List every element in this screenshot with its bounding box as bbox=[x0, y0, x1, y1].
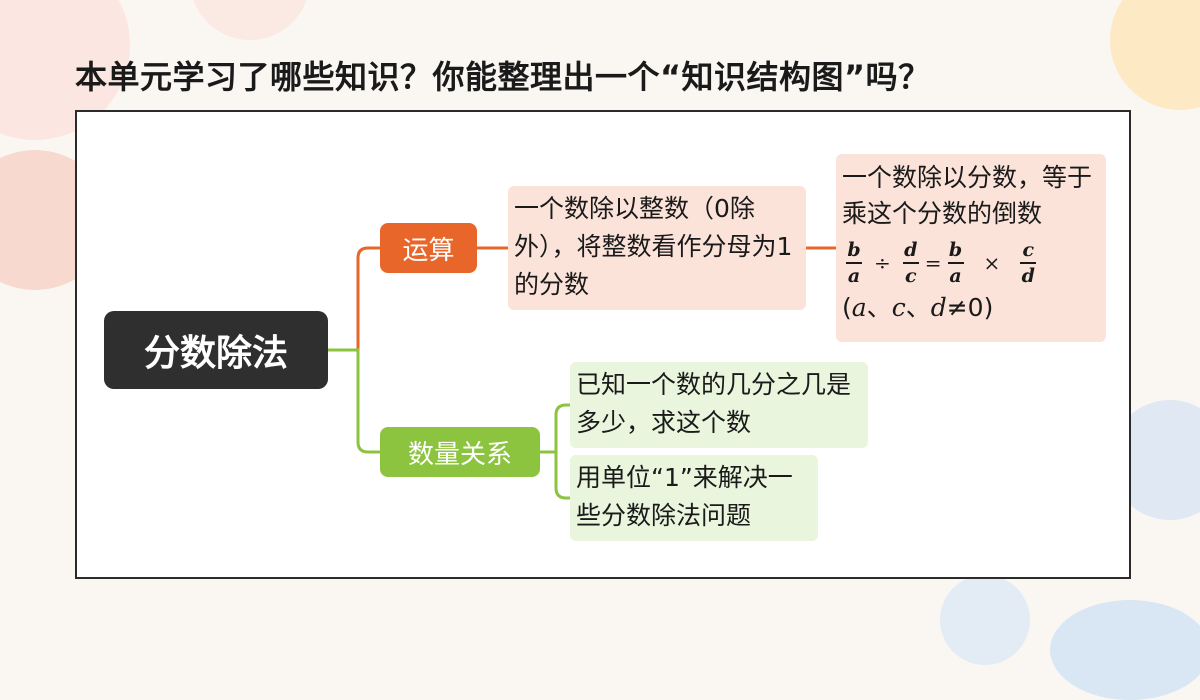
denominator: d bbox=[1021, 265, 1035, 287]
numerator: b bbox=[948, 239, 963, 261]
connector-root-qty bbox=[328, 348, 380, 454]
decor-circle-bottom-blue bbox=[940, 575, 1030, 665]
root-node: 分数除法 bbox=[104, 311, 328, 389]
connector-root-calc bbox=[328, 246, 380, 352]
divide-sign: ÷ bbox=[874, 251, 891, 275]
qty-leaf-find-whole: 已知一个数的几分之几是多少，求这个数 bbox=[570, 362, 868, 448]
fraction-b-over-a: b a bbox=[846, 239, 862, 287]
qty-leaf-unit-one: 用单位“1”来解决一些分数除法问题 bbox=[570, 455, 818, 541]
page-title: 本单元学习了哪些知识？你能整理出一个“知识结构图”吗？ bbox=[75, 58, 931, 96]
numerator: b bbox=[847, 239, 861, 261]
branch-qty: 数量关系 bbox=[380, 427, 540, 477]
calc-leaf-rule-text: 一个数除以分数，等于乘这个分数的倒数 bbox=[842, 163, 1093, 228]
denominator: a bbox=[949, 265, 962, 287]
denominator: c bbox=[904, 265, 917, 287]
connector-lines bbox=[328, 246, 836, 500]
division-formula: b a ÷ d c = b a × c d bbox=[842, 234, 1100, 292]
equals-sign: = bbox=[924, 251, 942, 275]
fraction-d-over-c: d c bbox=[902, 239, 919, 287]
nonzero-condition: (a、c、d≠0) bbox=[842, 293, 994, 322]
numerator: d bbox=[904, 239, 918, 261]
numerator: c bbox=[1022, 239, 1035, 261]
fraction-b-over-a-2: b a bbox=[947, 239, 964, 287]
calc-leaf-fraction-divisor: 一个数除以分数，等于乘这个分数的倒数 b a ÷ d c = b a × c d… bbox=[836, 154, 1106, 342]
connector-qty-leaves bbox=[540, 403, 570, 500]
multiply-sign: × bbox=[983, 251, 1001, 275]
fraction-c-over-d: c d bbox=[1020, 239, 1037, 287]
calc-leaf-integer-divisor: 一个数除以整数（0除外），将整数看作分母为1的分数 bbox=[508, 186, 806, 310]
branch-calc: 运算 bbox=[380, 223, 477, 273]
denominator: a bbox=[847, 265, 861, 287]
